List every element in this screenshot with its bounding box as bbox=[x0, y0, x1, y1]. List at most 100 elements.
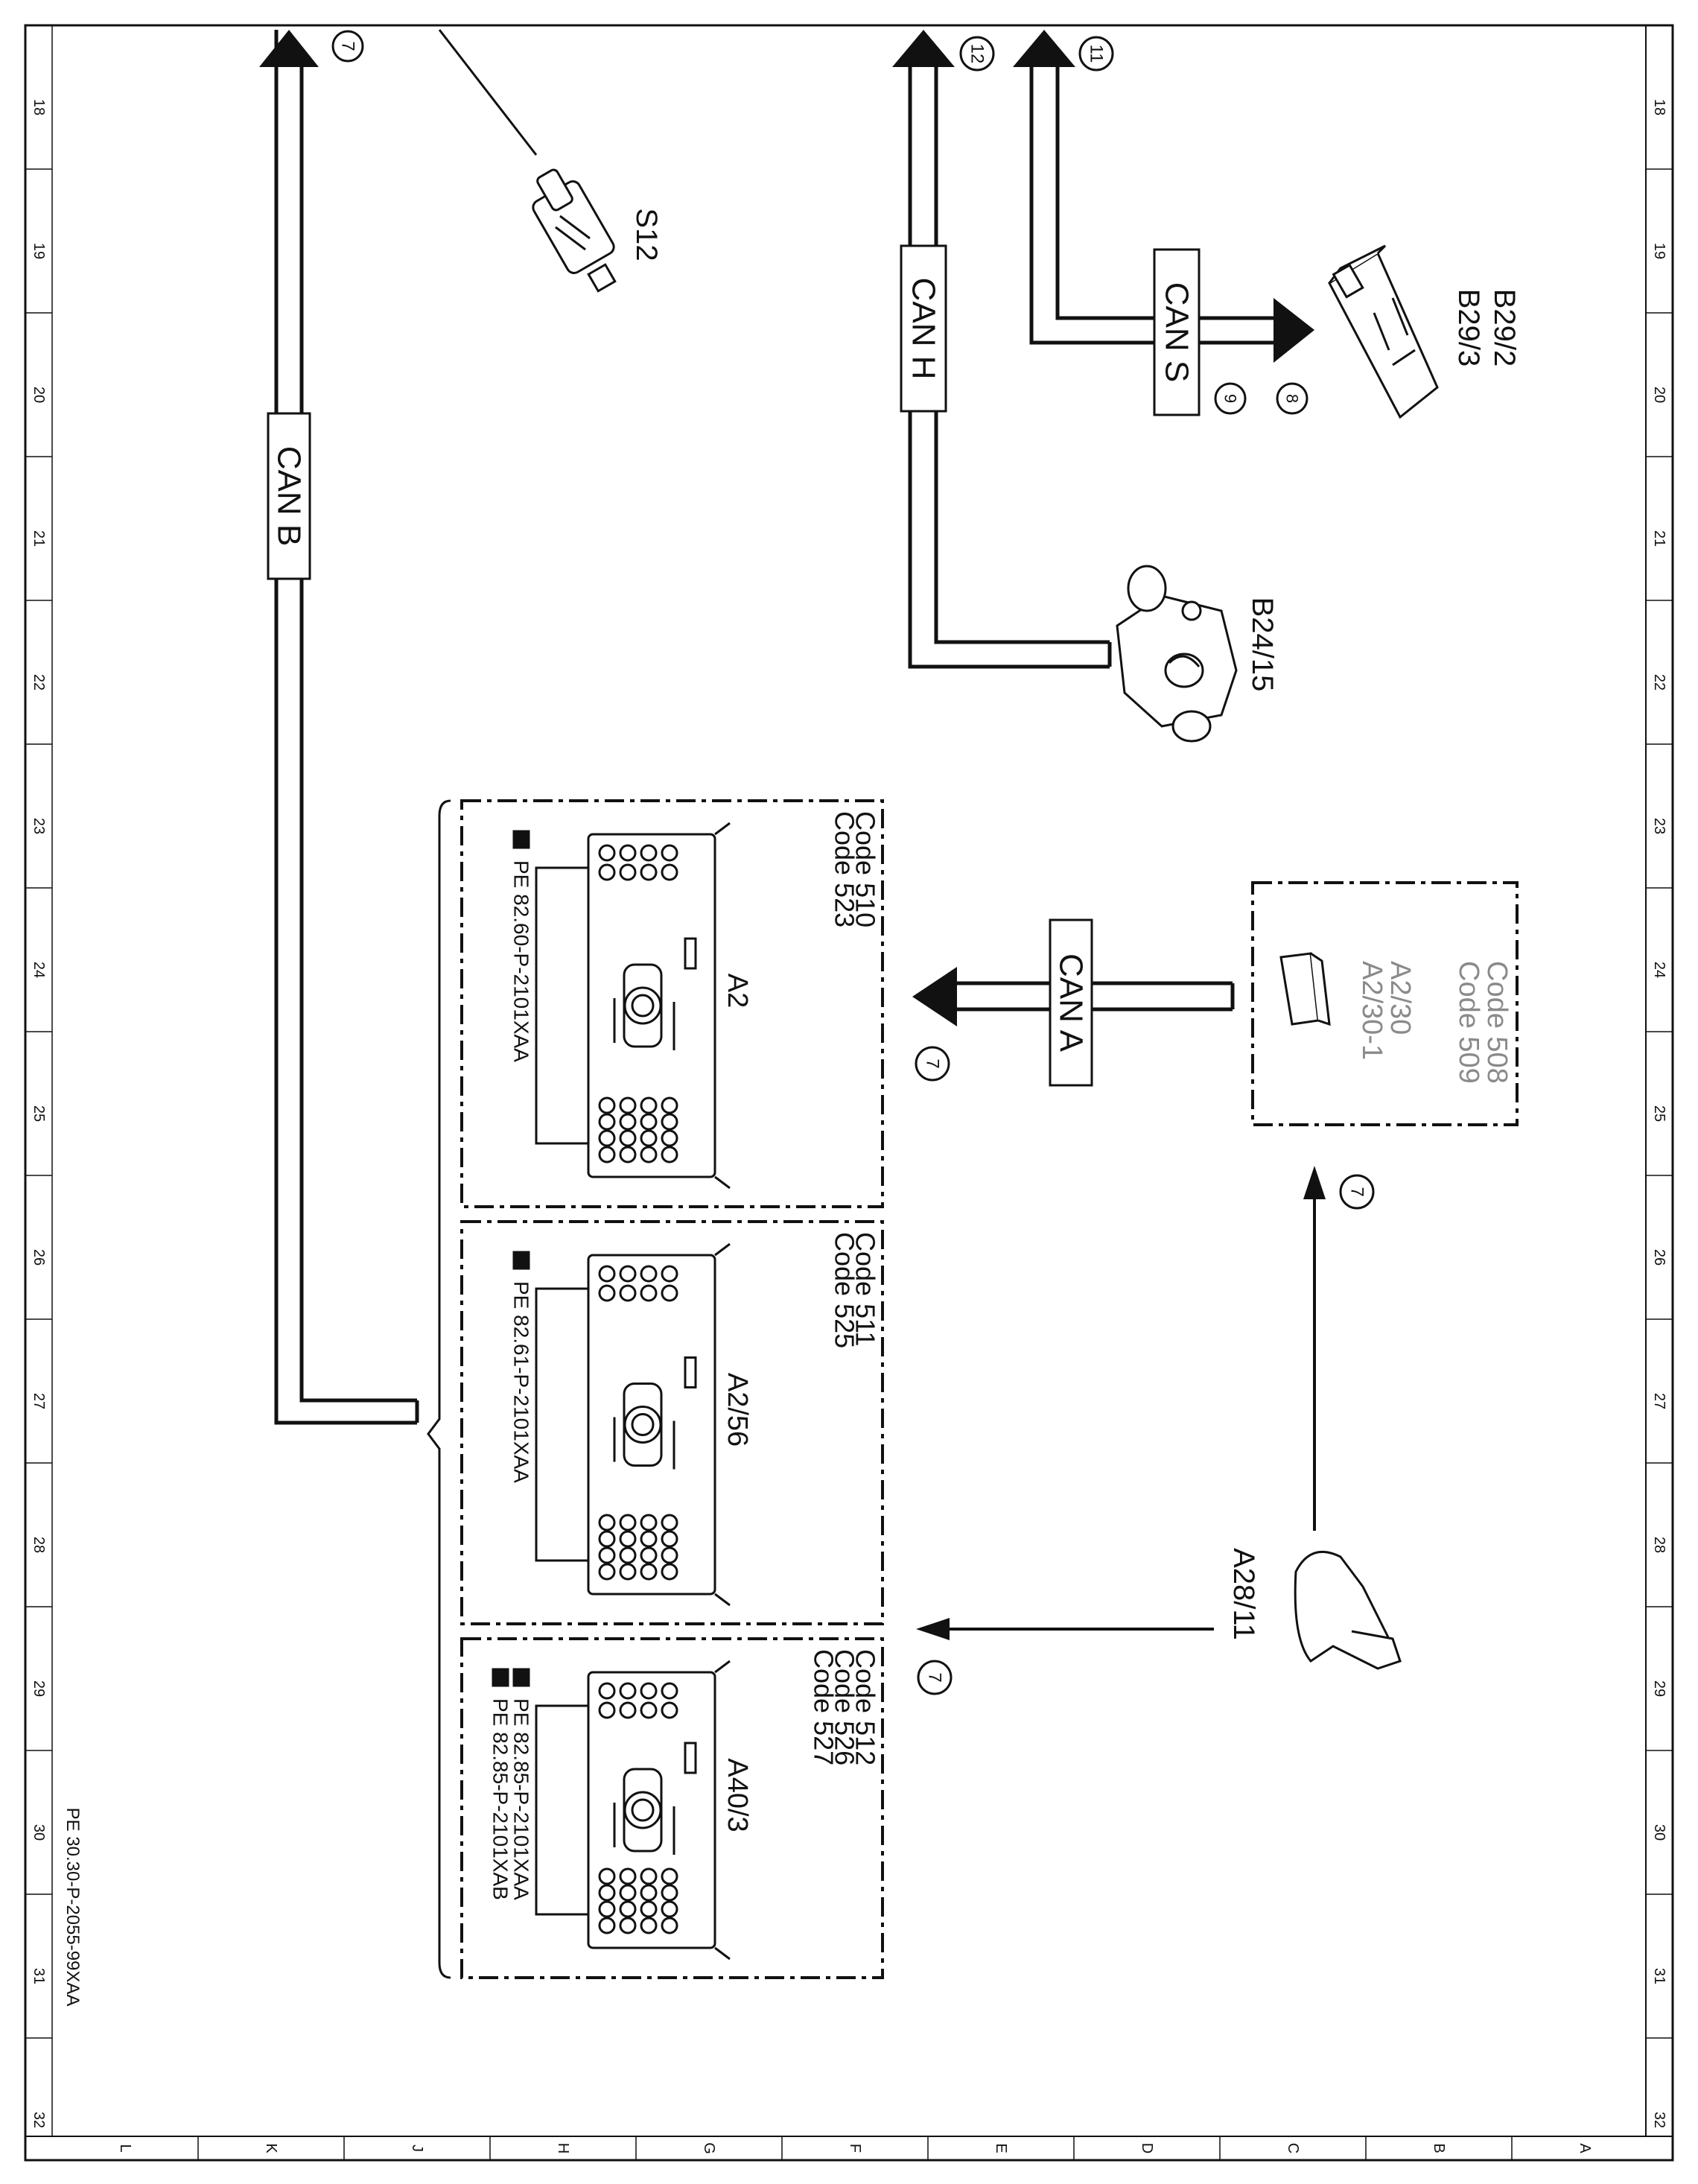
a2-30-module-box: Code 508 Code 509 A2/30 A2/30-1 bbox=[1251, 881, 1519, 1126]
grid-row-label-left: 23 bbox=[31, 818, 47, 834]
hand-pointer-icon bbox=[512, 1668, 530, 1687]
code-508-label: Code 508 bbox=[1481, 961, 1513, 1084]
a28-11-lines bbox=[916, 1166, 1326, 1640]
radio-unit-icon bbox=[535, 1660, 731, 1961]
grid-row-label-right: 23 bbox=[1651, 818, 1667, 834]
grid-row-label-left: 27 bbox=[31, 1393, 47, 1409]
s12-lead bbox=[438, 29, 538, 156]
can-s-label-box: CAN S bbox=[1153, 248, 1201, 416]
grid-row-label-left: 31 bbox=[31, 1968, 47, 1984]
s12-label: S12 bbox=[630, 208, 663, 261]
can-h-label: CAN H bbox=[906, 278, 942, 380]
marker-9-label: 9 bbox=[1221, 394, 1240, 403]
can-b-bus bbox=[259, 30, 419, 1425]
marker-11-label: 11 bbox=[1087, 45, 1107, 63]
marker-7-units-label: 7 bbox=[925, 1672, 945, 1682]
unit-code-label: Code 523 bbox=[830, 811, 860, 927]
marker-9 bbox=[1214, 382, 1247, 415]
grid-col-label: B bbox=[1431, 2143, 1447, 2153]
unit-code-label: Code 527 bbox=[809, 1649, 839, 1765]
grid-row-label-left: 18 bbox=[31, 99, 47, 115]
grid-row-label-right: 21 bbox=[1651, 530, 1667, 547]
b29-2-label: B29/2 bbox=[1488, 289, 1521, 367]
marker-12 bbox=[959, 36, 995, 72]
unit-code-label: Code 525 bbox=[830, 1232, 860, 1348]
grid-row-label-right: 24 bbox=[1651, 962, 1667, 978]
grid-col-label: K bbox=[263, 2143, 279, 2153]
grid-row-label-right: 27 bbox=[1651, 1393, 1667, 1409]
grid-col-label: L bbox=[117, 2144, 133, 2152]
grid-row-label-right: 26 bbox=[1651, 1249, 1667, 1266]
grid-row-label-left: 25 bbox=[31, 1105, 47, 1122]
grid-col-label: G bbox=[701, 2142, 717, 2154]
a2-30-label: A2/30 bbox=[1384, 961, 1416, 1035]
marker-7-a2-30-label: 7 bbox=[1347, 1187, 1367, 1196]
grid-row-label-right: 25 bbox=[1651, 1105, 1667, 1122]
grid-row-label-right: 19 bbox=[1651, 243, 1667, 259]
grid-row-label-left: 22 bbox=[31, 674, 47, 691]
unit-reference-label: PE 82.60-P-2101XAA bbox=[510, 860, 533, 1062]
grid-row-label-left: 29 bbox=[31, 1680, 47, 1697]
marker-7-units bbox=[917, 1660, 953, 1695]
a28-11-label: A28/11 bbox=[1227, 1548, 1260, 1640]
a28-11-antenna-icon bbox=[1294, 1550, 1402, 1670]
marker-7-a2-30 bbox=[1339, 1174, 1375, 1210]
grid-col-label: C bbox=[1285, 2143, 1301, 2153]
grid-row-label-left: 19 bbox=[31, 243, 47, 259]
grid-row-label-right: 22 bbox=[1651, 674, 1667, 691]
unit-name-label: A40/3 bbox=[722, 1758, 753, 1832]
unit-reference-label: PE 82.85-P-2101XAA bbox=[510, 1698, 533, 1900]
can-h-label-box: CAN H bbox=[900, 244, 947, 413]
grid-col-label: F bbox=[847, 2144, 863, 2153]
grid-row-label-right: 31 bbox=[1651, 1968, 1667, 1984]
s12-connector-icon bbox=[532, 168, 617, 293]
grid-row-label-left: 24 bbox=[31, 962, 47, 978]
unit-reference-label: PE 82.61-P-2101XAA bbox=[510, 1281, 533, 1483]
grid-row-label-right: 20 bbox=[1651, 387, 1667, 403]
unit-name-label: A2 bbox=[722, 974, 753, 1008]
code-509-label: Code 509 bbox=[1453, 961, 1484, 1084]
grid-col-label: A bbox=[1577, 2143, 1593, 2153]
grid-col-label: J bbox=[409, 2145, 425, 2152]
a2-30-1-label: A2/30-1 bbox=[1356, 961, 1387, 1060]
can-b-label-box: CAN B bbox=[267, 412, 311, 580]
radio-unit-icon bbox=[535, 1242, 731, 1607]
a2-30-module-icon bbox=[1279, 952, 1331, 1026]
marker-7-can-b bbox=[331, 30, 364, 63]
marker-12-label: 12 bbox=[967, 44, 988, 64]
grid-col-label: E bbox=[993, 2143, 1009, 2153]
grid-row-label-left: 32 bbox=[31, 2112, 47, 2128]
grid-col-label: D bbox=[1139, 2143, 1155, 2153]
can-a-bus bbox=[912, 967, 1235, 1026]
b24-15-sensor-icon bbox=[1116, 565, 1238, 743]
grid-row-label-left: 28 bbox=[31, 1537, 47, 1553]
marker-7-can-a-label: 7 bbox=[923, 1058, 943, 1068]
grid-col-label: H bbox=[555, 2143, 571, 2153]
can-b-brace bbox=[427, 799, 451, 1979]
can-s-label: CAN S bbox=[1159, 282, 1195, 382]
grid-row-label-left: 20 bbox=[31, 387, 47, 403]
grid-row-label-left: 30 bbox=[31, 1824, 47, 1841]
grid-row-label-right: 18 bbox=[1651, 99, 1667, 115]
radio-unit-icon bbox=[535, 822, 731, 1190]
b29-3-label: B29/3 bbox=[1452, 289, 1485, 367]
can-a-label-box: CAN A bbox=[1049, 918, 1093, 1087]
hand-pointer-icon bbox=[492, 1668, 509, 1687]
grid-row-label-right: 29 bbox=[1651, 1680, 1667, 1697]
document-id: PE 30.30-P-2055-99XAA bbox=[63, 1808, 83, 2007]
can-a-label: CAN A bbox=[1053, 953, 1090, 1053]
marker-7-can-a bbox=[915, 1046, 950, 1082]
hand-pointer-icon bbox=[512, 830, 530, 849]
grid-row-label-left: 21 bbox=[31, 530, 47, 547]
unit-code-label: Code 512 bbox=[850, 1649, 881, 1765]
b24-15-label: B24/15 bbox=[1246, 597, 1279, 692]
marker-7-can-b-label: 7 bbox=[338, 41, 358, 51]
unit-code-label: Code 510 bbox=[850, 811, 881, 927]
